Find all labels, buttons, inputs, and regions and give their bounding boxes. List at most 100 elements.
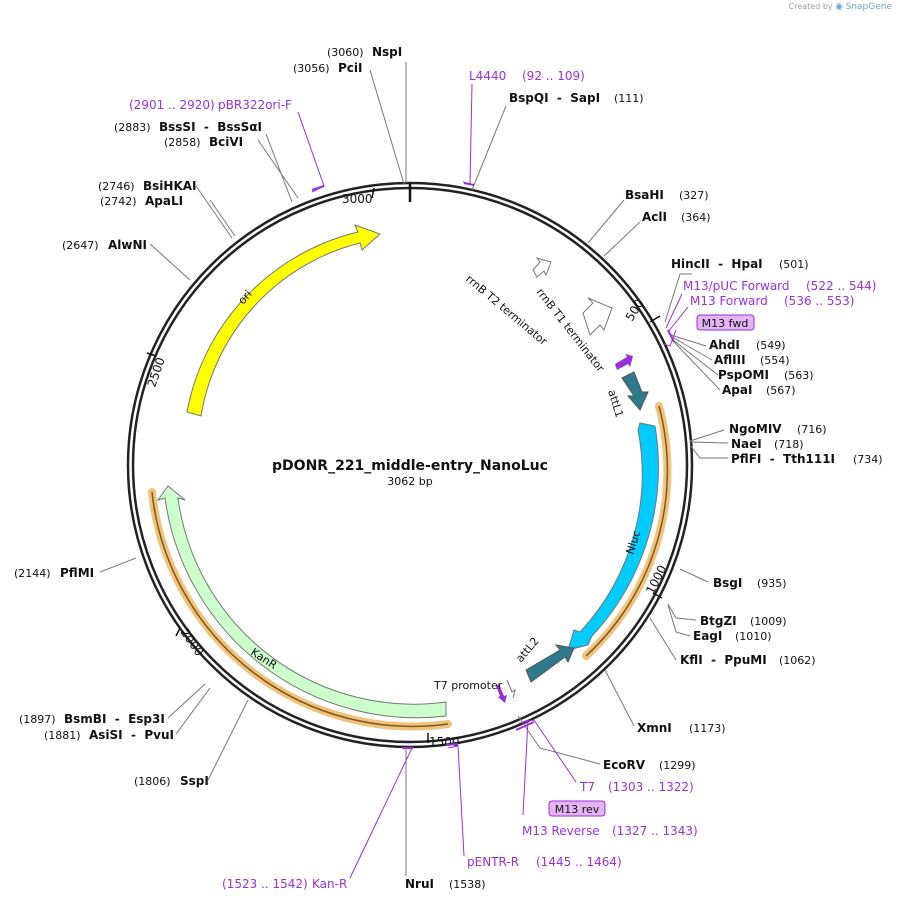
m13-fwd-badge-label: M13 fwd xyxy=(702,317,749,330)
attL1-label: attL1 xyxy=(605,388,626,419)
enzyme-alwni[interactable]: AlwNI xyxy=(108,238,147,252)
enzyme-pos-sspi: (1806) xyxy=(134,775,171,788)
primer-range-m13-reverse: (1327 .. 1343) xyxy=(612,824,698,838)
enzyme-pos-pspomi: (563) xyxy=(784,369,814,382)
kanr-highlight-line xyxy=(151,491,449,728)
enzyme-naei[interactable]: NaeI xyxy=(731,437,762,451)
enzyme-pflfi-tth111i[interactable]: PflFI - Tth111I xyxy=(731,452,835,466)
enzyme-pos-bsgi: (935) xyxy=(757,577,787,590)
ori-feature[interactable] xyxy=(186,224,381,417)
enzyme-pos-acli: (364) xyxy=(681,211,711,224)
tick-1000 xyxy=(652,592,663,599)
primer-m13-forward[interactable]: M13 Forward xyxy=(690,294,768,308)
plasmid-length: 3062 bp xyxy=(387,475,432,488)
snapgene-credit: Created by ◉ SnapGene xyxy=(789,2,892,12)
enzyme-pos-xmni: (1173) xyxy=(689,722,726,735)
enzyme-pflmi[interactable]: PflMI xyxy=(60,566,94,580)
enzyme-pos-pflfi: (734) xyxy=(853,453,883,466)
rrnB-T1-label: rrnB T1 terminator xyxy=(534,286,608,375)
primer-pbr322ori-f[interactable]: pBR322ori-F xyxy=(218,98,292,112)
enzyme-bspqi-sapi[interactable]: BspQI - SapI xyxy=(509,91,600,105)
m13-rev-badge[interactable] xyxy=(548,800,606,817)
t7-promoter-label: T7 promoter xyxy=(433,679,503,692)
enzyme-pos-ngomiv: (716) xyxy=(797,423,827,436)
rrnB-T1-terminator-arrow[interactable] xyxy=(582,297,613,336)
enzyme-eagi[interactable]: EagI xyxy=(693,629,722,643)
tick-3000 xyxy=(371,187,375,199)
nluc-feature[interactable] xyxy=(567,422,659,651)
enzyme-nspi[interactable]: NspI xyxy=(372,45,402,59)
enzyme-bsahi[interactable]: BsaHI xyxy=(625,188,664,202)
enzyme-pos-alwni: (2647) xyxy=(62,239,99,252)
enzyme-pos-nspi: (3060) xyxy=(327,46,364,59)
enzyme-pos-nrui: (1538) xyxy=(449,878,486,891)
primer-m13-puc-forward[interactable]: M13/pUC Forward xyxy=(683,279,790,293)
m13-fwd-badge[interactable] xyxy=(696,314,755,331)
enzyme-sspi[interactable]: SspI xyxy=(180,774,209,788)
enzyme-pos-bsmbi: (1897) xyxy=(19,713,56,726)
enzyme-labels: (3060) NspI (3056) PciI BspQI - SapI (11… xyxy=(14,45,883,891)
enzyme-pos-apali: (2742) xyxy=(100,195,137,208)
attL1-feature[interactable] xyxy=(621,371,649,411)
snapgene-logo: ◉ xyxy=(835,2,844,12)
t7-promoter-arrow[interactable] xyxy=(506,679,516,699)
attL2-feature[interactable] xyxy=(525,644,575,683)
enzyme-pos-naei: (718) xyxy=(774,438,804,451)
primer-m13-reverse[interactable]: M13 Reverse xyxy=(522,824,600,838)
primer-binding-marks xyxy=(311,182,675,749)
enzyme-ahdi[interactable]: AhdI xyxy=(709,338,740,352)
enzyme-pos-pcii: (3056) xyxy=(293,62,330,75)
enzyme-xmni[interactable]: XmnI xyxy=(637,721,672,735)
primer-range-t7: (1303 .. 1322) xyxy=(608,780,694,794)
tick-500 xyxy=(649,315,661,323)
enzyme-ecorv[interactable]: EcoRV xyxy=(603,758,646,772)
tick-label-500: 500 xyxy=(623,297,647,324)
primer-kan-r[interactable]: Kan-R xyxy=(312,877,347,891)
credit-brand: SnapGene xyxy=(845,2,892,12)
enzyme-pos-ahdi: (549) xyxy=(756,339,786,352)
rrnB-T2-terminator-arrow[interactable] xyxy=(532,257,552,278)
primer-t7[interactable]: T7 xyxy=(579,780,595,794)
nluc-highlight-line xyxy=(585,405,669,657)
enzyme-bcivi[interactable]: BciVI xyxy=(209,135,243,149)
primer-range-l4440: (92 .. 109) xyxy=(522,69,585,83)
enzyme-pos-bsahi: (327) xyxy=(679,189,709,202)
enzyme-ngomiv[interactable]: NgoMIV xyxy=(729,422,782,436)
m13-rev-badge-label: M13 rev xyxy=(555,803,600,816)
enzyme-nrui[interactable]: NruI xyxy=(405,877,434,891)
enzyme-bsmbi-esp3i[interactable]: BsmBI - Esp3I xyxy=(64,712,165,726)
enzyme-pos-pflmi: (2144) xyxy=(14,567,51,580)
plasmid-name: pDONR_221_middle-entry_NanoLuc xyxy=(272,458,548,474)
enzyme-pcii[interactable]: PciI xyxy=(338,61,363,75)
primer-pentr-r[interactable]: pENTR-R xyxy=(467,855,519,869)
enzyme-bsgi[interactable]: BsgI xyxy=(713,576,742,590)
enzyme-btgzi[interactable]: BtgZI xyxy=(700,614,737,628)
primer-range-pbr322: (2901 .. 2920) xyxy=(129,98,215,112)
primer-range-m13-forward: (536 .. 553) xyxy=(784,294,854,308)
enzyme-pos-bspqi: (111) xyxy=(614,92,644,105)
enzyme-apali[interactable]: ApaLI xyxy=(145,194,183,208)
primer-arrow-m13-rev[interactable] xyxy=(496,684,507,703)
enzyme-pos-btgzi: (1009) xyxy=(750,615,787,628)
enzyme-afliii[interactable]: AflIII xyxy=(714,353,746,367)
enzyme-bsssi-bsssai[interactable]: BssSI - BssSαI xyxy=(159,120,262,134)
enzyme-bsihkai[interactable]: BsiHKAI xyxy=(143,179,197,193)
enzyme-pspomi[interactable]: PspOMI xyxy=(718,368,769,382)
attL2-label: attL2 xyxy=(513,635,541,665)
enzyme-pos-eagi: (1010) xyxy=(735,630,772,643)
enzyme-kfli-ppumi[interactable]: KflI - PpuMI xyxy=(680,653,767,667)
enzyme-apai[interactable]: ApaI xyxy=(722,383,752,397)
primer-range-m13-puc: (522 .. 544) xyxy=(806,279,876,293)
enzyme-pos-asisi: (1881) xyxy=(44,729,81,742)
enzyme-asisi-pvui[interactable]: AsiSI - PvuI xyxy=(89,728,174,742)
primer-range-pentr-r: (1445 .. 1464) xyxy=(536,855,622,869)
enzyme-acli[interactable]: AclI xyxy=(642,210,667,224)
enzyme-pos-kfli: (1062) xyxy=(779,654,816,667)
enzyme-hincii-hpai[interactable]: HincII - HpaI xyxy=(671,257,763,271)
enzyme-pos-bcivi: (2858) xyxy=(164,136,201,149)
primer-arrow-m13-fwd[interactable] xyxy=(615,354,633,370)
primer-l4440[interactable]: L4440 xyxy=(469,69,506,83)
kanr-feature[interactable] xyxy=(156,485,447,719)
enzyme-pos-hincii: (501) xyxy=(779,258,809,271)
